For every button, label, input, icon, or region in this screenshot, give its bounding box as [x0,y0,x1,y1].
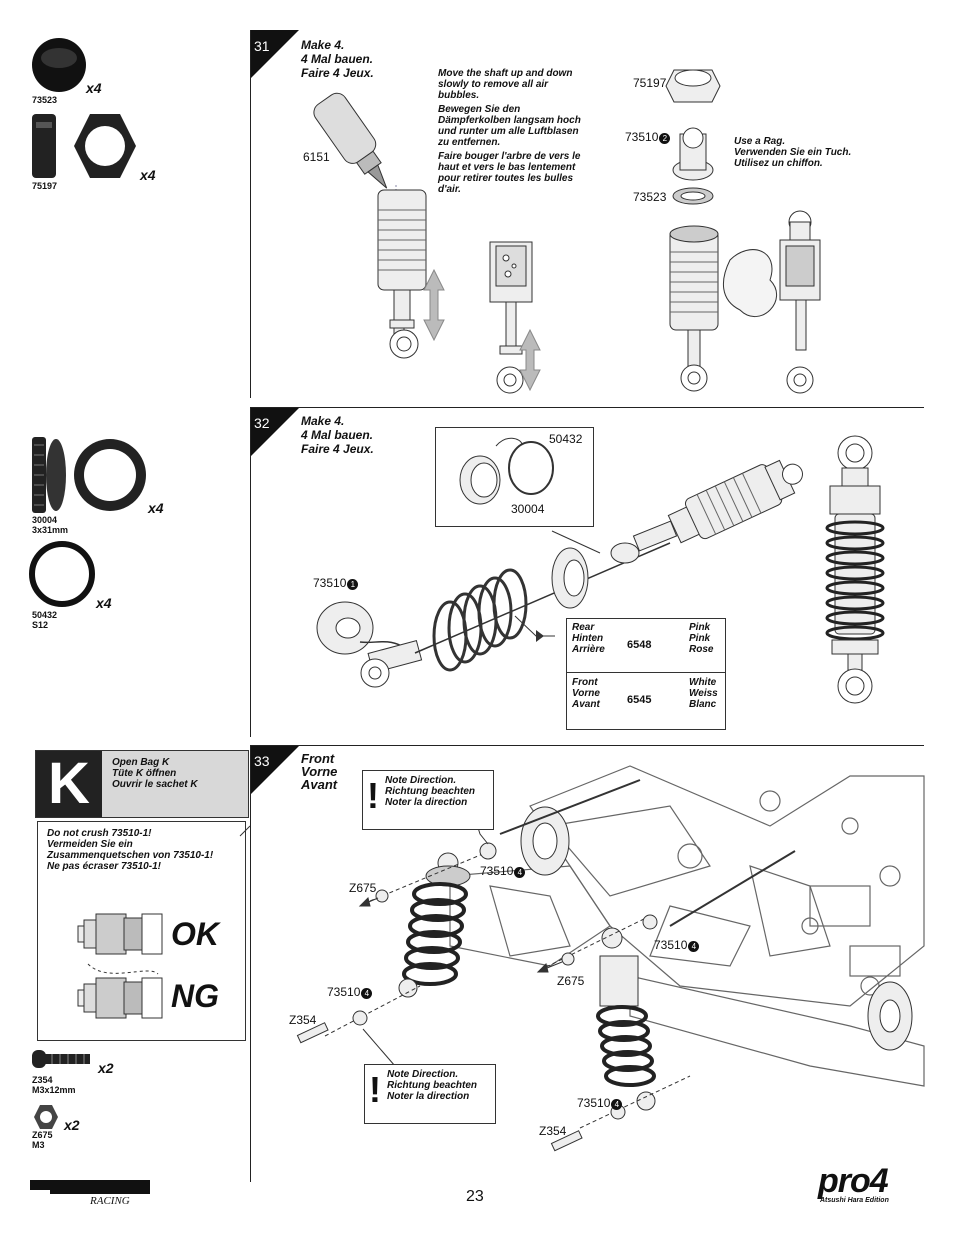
divider-step32 [250,407,251,737]
label-cap-75197: 75197 [633,76,667,90]
ok-label: OK [171,916,219,952]
size-z675: M3 [32,1140,45,1150]
inset-drawing [459,437,554,505]
callout-z675-b: Z675 [557,974,585,988]
hpi-logo: RACING [30,1176,160,1207]
spring-adjuster-30004-icon [32,437,146,513]
size-50432: S12 [32,620,49,630]
screw-z354-icon [32,1050,90,1068]
step-31-number: 31 [254,38,270,54]
step-31-title: Make 4.4 Mal bauen.Faire 4 Jeux. [301,38,374,80]
code-73523: 73523 [32,95,58,105]
code-z354: Z354 [32,1075,53,1085]
divider-step33 [250,745,251,1182]
inset-label-50432: 50432 [549,432,583,446]
divider-step31 [250,30,251,398]
qty-z675: x2 [64,1117,80,1133]
bag-letter: K [36,751,102,817]
inset-adjuster-oring: 50432 30004 [435,427,594,527]
callout-z354-b: Z354 [539,1124,567,1138]
step-32-number: 32 [254,415,270,431]
step-33-number: 33 [254,753,270,769]
chassis-illustration [239,765,925,1152]
rule-step32 [250,407,924,408]
ng-label: NG [171,978,219,1014]
spring-front-code: 6545 [627,694,652,706]
exclamation-icon: ! [367,775,379,816]
size-z354: M3x12mm [32,1085,76,1095]
step-33-badge [251,746,299,794]
code-30004: 30004 [32,515,58,525]
inset-label-30004: 30004 [511,502,545,516]
rule-step33 [250,745,924,746]
qty-30004: x4 [148,500,164,516]
label-oil-6151: 6151 [303,150,330,164]
step-32-title: Make 4.4 Mal bauen.Faire 4 Jeux. [301,414,374,456]
size-30004: 3x31mm [32,525,69,535]
svg-text:RACING: RACING [89,1195,130,1207]
spring-rear-code: 6548 [627,639,652,651]
ok-ng-drawing [77,913,163,1019]
code-75197: 75197 [32,181,58,191]
step-32-badge [251,408,299,456]
oring-50432-icon [29,541,95,607]
label-oring-73523: 73523 [633,190,667,204]
pro4-logo: pro4 Atsushi Hara Edition [818,1162,928,1210]
qty-75197: x4 [140,167,156,183]
qty-50432: x4 [96,595,112,611]
callout-z354-a: Z354 [289,1013,317,1027]
rag-note: Use a Rag.Verwenden Sie ein Tuch.Utilise… [734,136,852,169]
qty-73523: x4 [86,80,102,96]
code-z675: Z675 [32,1130,53,1140]
callout-z675-a: Z675 [349,881,377,895]
step-31-instructions: Move the shaft up and down slowly to rem… [438,68,581,195]
pro4-subtitle: Atsushi Hara Edition [820,1197,889,1204]
hpi-logo-mark: RACING [30,1180,150,1207]
nut-z675-icon [34,1105,58,1129]
step-31-illustration [313,69,821,394]
qty-z354: x2 [98,1060,114,1076]
step-32-illustration [316,435,885,704]
cap-73523-icon [32,38,86,92]
page-number: 23 [466,1188,484,1205]
step-31-badge [251,30,299,78]
nut-75197-icon [32,114,136,178]
pro4-logo-text: pro4 [818,1162,889,1200]
spring-table-divider [567,672,725,673]
exclamation-icon: ! [369,1069,381,1110]
code-50432: 50432 [32,610,58,620]
